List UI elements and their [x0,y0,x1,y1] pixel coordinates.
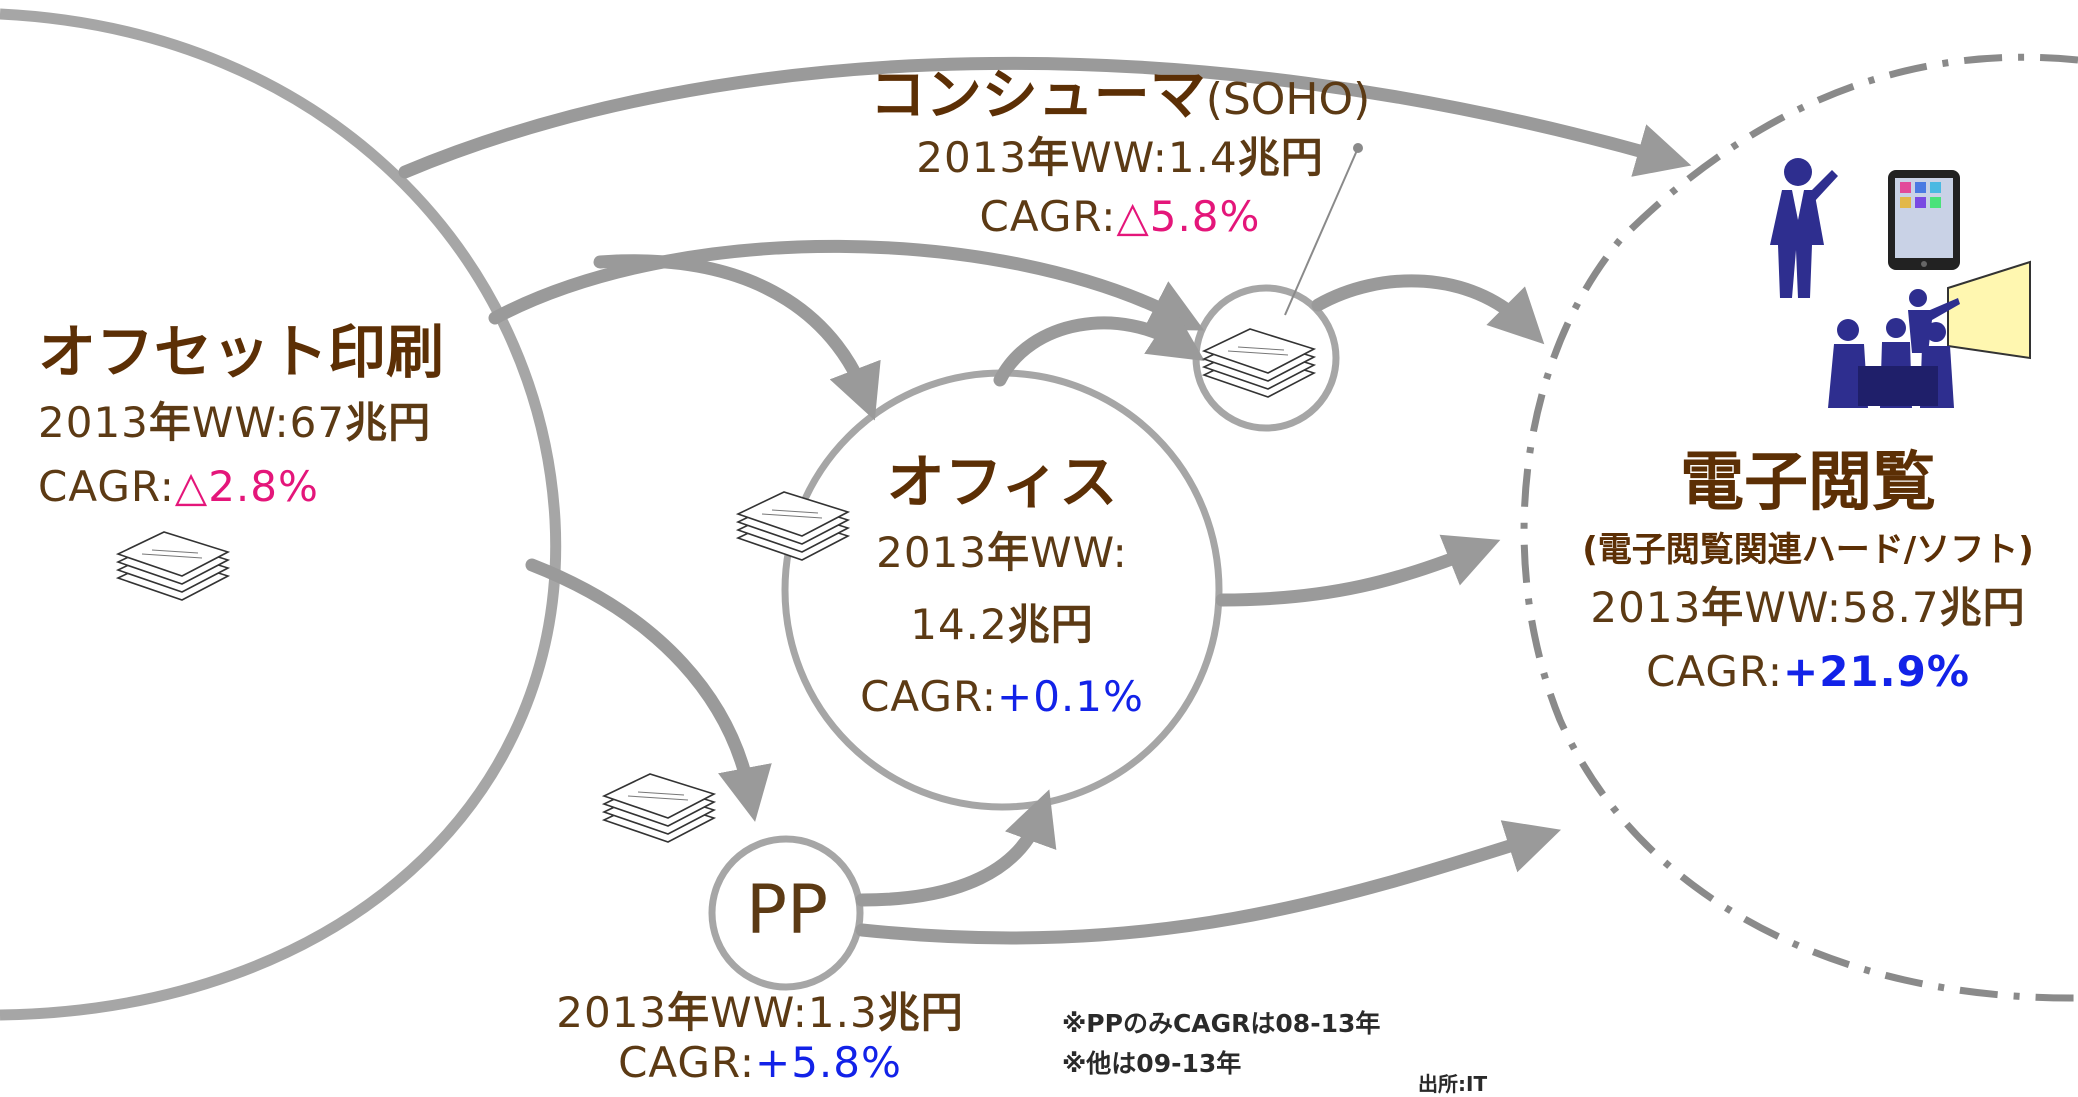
note-other-cagr-period: ※他は09-13年 [1062,1049,1242,1078]
pp-node-label: 2013年WW:1.3兆円 CAGR:+5.8% [520,988,1000,1089]
arrow-pp-to-office [855,789,1057,907]
ebook-subtitle: (電子閲覧関連ハード/ソフト) [1582,529,2034,570]
consumer-ww: 2013年WW:1.4兆円 [916,133,1324,183]
pp-cagr: CAGR:+5.8% [618,1038,902,1088]
ebook-title: 電子閲覧 [1680,446,1936,520]
arrow-offset-to-ebook [398,56,1692,179]
arrow-offset-to-office [593,254,881,421]
office-ww-value: 14.2兆円 [910,599,1094,649]
note-pp-cagr-period: ※PPのみCAGRは08-13年 [1062,1009,1381,1038]
offset-node-label: オフセット印刷 2013年WW:67兆円 CAGR:△2.8% [38,318,444,512]
meeting-presentation-icon [1828,260,2031,408]
arrow-office-to-consumer [993,308,1205,387]
pp-node-circle [708,835,864,991]
offset-node-circle [0,8,562,1021]
tablet-icon [1888,170,1960,270]
offset-cagr: CAGR:△2.8% [38,461,319,511]
offset-title: オフセット印刷 [38,318,445,386]
source-note: 出所:IT [1418,1072,1488,1096]
paper-stack-icon [601,773,717,843]
office-title: オフィス [886,448,1118,516]
businessman-icon [1770,158,1838,298]
paper-stack-icon [115,531,231,601]
pp-title: PP [745,871,828,950]
offset-ww: 2013年WW:67兆円 [38,397,432,447]
arrow-consumer-to-ebook [1311,274,1545,345]
consumer-callout-line [1284,147,1359,316]
arrow-pp-to-ebook [855,820,1562,945]
arrow-offset-to-pp [525,558,772,822]
consumer-node-label: コンシューマ(SOHO) 2013年WW:1.4兆円 CAGR:△5.8% [860,62,1380,242]
consumer-title: コンシューマ(SOHO) [869,63,1371,128]
office-cagr: CAGR:+0.1% [860,672,1144,722]
ebook-cagr: CAGR:+21.9% [1646,646,1970,696]
ebook-ww: 2013年WW:58.7兆円 [1590,582,2026,632]
arrow-office-to-ebook [1215,534,1501,607]
arrow-offset-to-consumer [488,239,1205,331]
ebook-node-label: 電子閲覧 (電子閲覧関連ハード/ソフト) 2013年WW:58.7兆円 CAGR… [1548,445,2068,697]
office-ww: 2013年WW: [876,527,1128,577]
consumer-callout-dot [1353,143,1363,153]
pp-ww: 2013年WW:1.3兆円 [556,988,964,1037]
consumer-cagr: CAGR:△5.8% [979,191,1261,241]
ebook-node-circle [1520,53,2078,1002]
paper-stack-icon [735,491,851,561]
paper-stack-icon [1201,328,1317,398]
office-node-label: オフィス 2013年WW: 14.2兆円 CAGR:+0.1% [802,448,1202,723]
